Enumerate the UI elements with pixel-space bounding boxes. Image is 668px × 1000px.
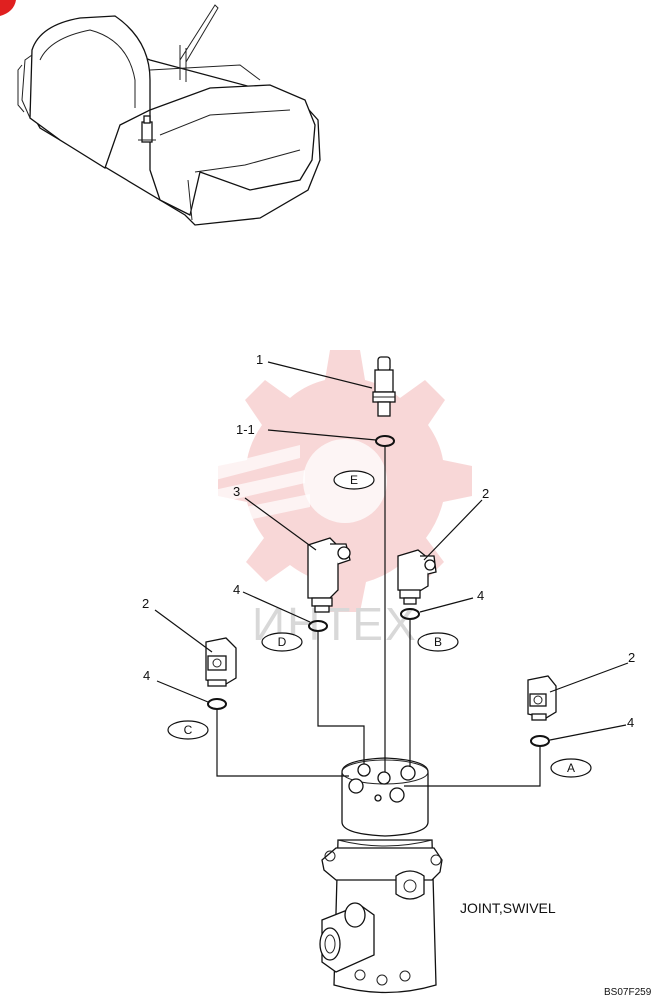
- port-e-badge: E: [333, 470, 375, 490]
- port-d-label: D: [278, 635, 287, 649]
- port-b-badge: B: [417, 632, 459, 652]
- port-a-badge: A: [550, 758, 592, 778]
- upper-frame-illustration: [17, 4, 321, 226]
- part-1-1-oring: [375, 435, 395, 447]
- part-4-oring-left: [207, 698, 227, 710]
- part-3-elbow: [307, 537, 351, 613]
- callout-2-mid: 2: [482, 486, 489, 501]
- callout-4-mid-left: 4: [233, 582, 240, 597]
- part-4-oring-mid-left: [308, 620, 328, 632]
- drawing-code: BS07F259: [604, 987, 652, 998]
- callout-1: 1: [256, 352, 263, 367]
- diagram-title: JOINT,SWIVEL: [460, 900, 556, 916]
- callout-2-left: 2: [142, 596, 149, 611]
- part-4-oring-right: [530, 735, 550, 747]
- part-2-elbow-right: [527, 675, 557, 721]
- callout-3: 3: [233, 484, 240, 499]
- part-2-elbow-mid: [397, 549, 437, 605]
- port-a-label: A: [567, 761, 575, 775]
- leader-lines: [154, 361, 629, 741]
- callout-1-1: 1-1: [236, 422, 255, 437]
- part-2-elbow-left: [205, 637, 237, 687]
- swivel-joint-body: [319, 757, 443, 994]
- port-c-badge: C: [167, 720, 209, 740]
- callout-4-mid-right: 4: [477, 588, 484, 603]
- routing-lines: [216, 447, 541, 787]
- port-e-label: E: [350, 473, 358, 487]
- part-1-valve: [372, 356, 396, 417]
- port-d-badge: D: [261, 632, 303, 652]
- callout-2-right: 2: [628, 650, 635, 665]
- watermark-logo: ИНТЕХ: [200, 350, 472, 650]
- corner-marker-icon: [0, 0, 16, 16]
- part-4-oring-mid-right: [400, 608, 420, 620]
- callout-4-right: 4: [627, 715, 634, 730]
- port-c-label: C: [184, 723, 193, 737]
- port-b-label: B: [434, 635, 442, 649]
- callout-4-left: 4: [143, 668, 150, 683]
